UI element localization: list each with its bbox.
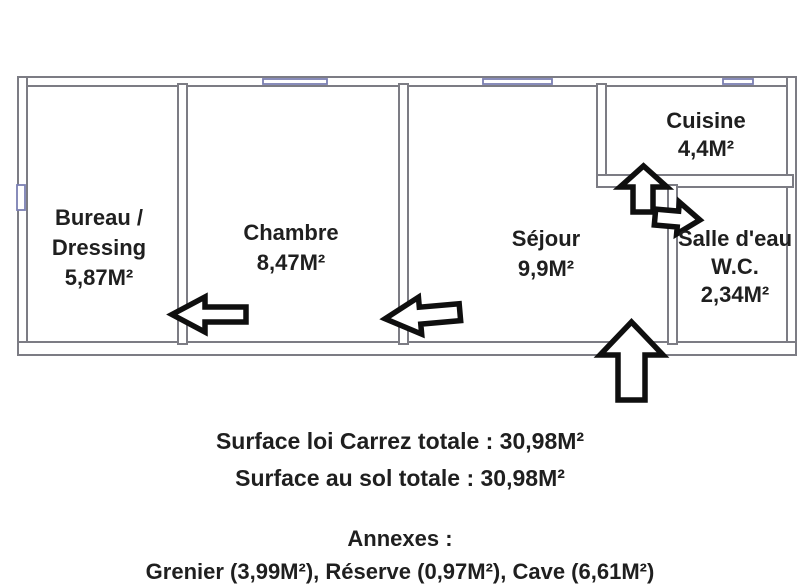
room-name-bureau-line1: Bureau / xyxy=(54,205,144,230)
room-name-bureau-line2: Dressing xyxy=(51,235,147,260)
room-area-chambre: 8,47M² xyxy=(256,250,326,275)
wall-cuisine-left xyxy=(596,83,607,180)
room-label-bureau: Bureau / Dressing 5,87M² xyxy=(20,203,178,293)
room-name-salle-eau-line1: Salle d'eau xyxy=(677,226,793,251)
annexes-detail: Grenier (3,99M²), Réserve (0,97M²), Cave… xyxy=(145,559,655,584)
wall-right xyxy=(786,76,797,356)
surface-carrez-total: Surface loi Carrez totale : 30,98M² xyxy=(215,428,585,454)
window-chambre-icon xyxy=(262,78,328,85)
room-area-sejour: 9,9M² xyxy=(517,256,575,281)
room-name-chambre: Chambre xyxy=(243,220,339,245)
room-area-cuisine: 4,4M² xyxy=(677,136,735,161)
room-label-cuisine: Cuisine 4,4M² xyxy=(626,107,786,163)
room-name-sejour: Séjour xyxy=(511,226,581,251)
annexes-block: Annexes : Grenier (3,99M²), Réserve (0,9… xyxy=(0,522,800,584)
annexes-title: Annexes : xyxy=(347,526,453,551)
window-cuisine-icon xyxy=(722,78,754,85)
surface-sol-total: Surface au sol totale : 30,98M² xyxy=(235,465,565,491)
wall-bureau-chambre xyxy=(177,83,188,345)
arrow-up-sejour-to-cuisine-icon xyxy=(612,162,675,215)
room-label-salle-eau: Salle d'eau W.C. 2,34M² xyxy=(662,225,800,309)
arrow-left-chambre-to-bureau-icon xyxy=(166,292,249,337)
arrow-right-to-salle-eau-icon xyxy=(651,196,705,240)
window-bureau-left-icon xyxy=(16,184,26,211)
room-area-bureau: 5,87M² xyxy=(64,265,134,290)
room-name-cuisine: Cuisine xyxy=(666,108,746,133)
surface-summary: Surface loi Carrez totale : 30,98M² Surf… xyxy=(0,423,800,497)
wall-salle-eau-left xyxy=(667,184,678,345)
room-label-chambre: Chambre 8,47M² xyxy=(211,218,371,278)
room-area-salle-eau: 2,34M² xyxy=(700,282,770,307)
window-sejour-icon xyxy=(482,78,553,85)
room-label-sejour: Séjour 9,9M² xyxy=(466,224,626,284)
door-arrows xyxy=(166,162,705,403)
windows xyxy=(16,78,754,211)
arrow-left-sejour-to-chambre-icon xyxy=(379,292,464,339)
arrow-up-entrance-icon xyxy=(593,318,670,403)
wall-chambre-sejour xyxy=(398,83,409,345)
room-name-salle-eau-line2: W.C. xyxy=(711,254,759,279)
